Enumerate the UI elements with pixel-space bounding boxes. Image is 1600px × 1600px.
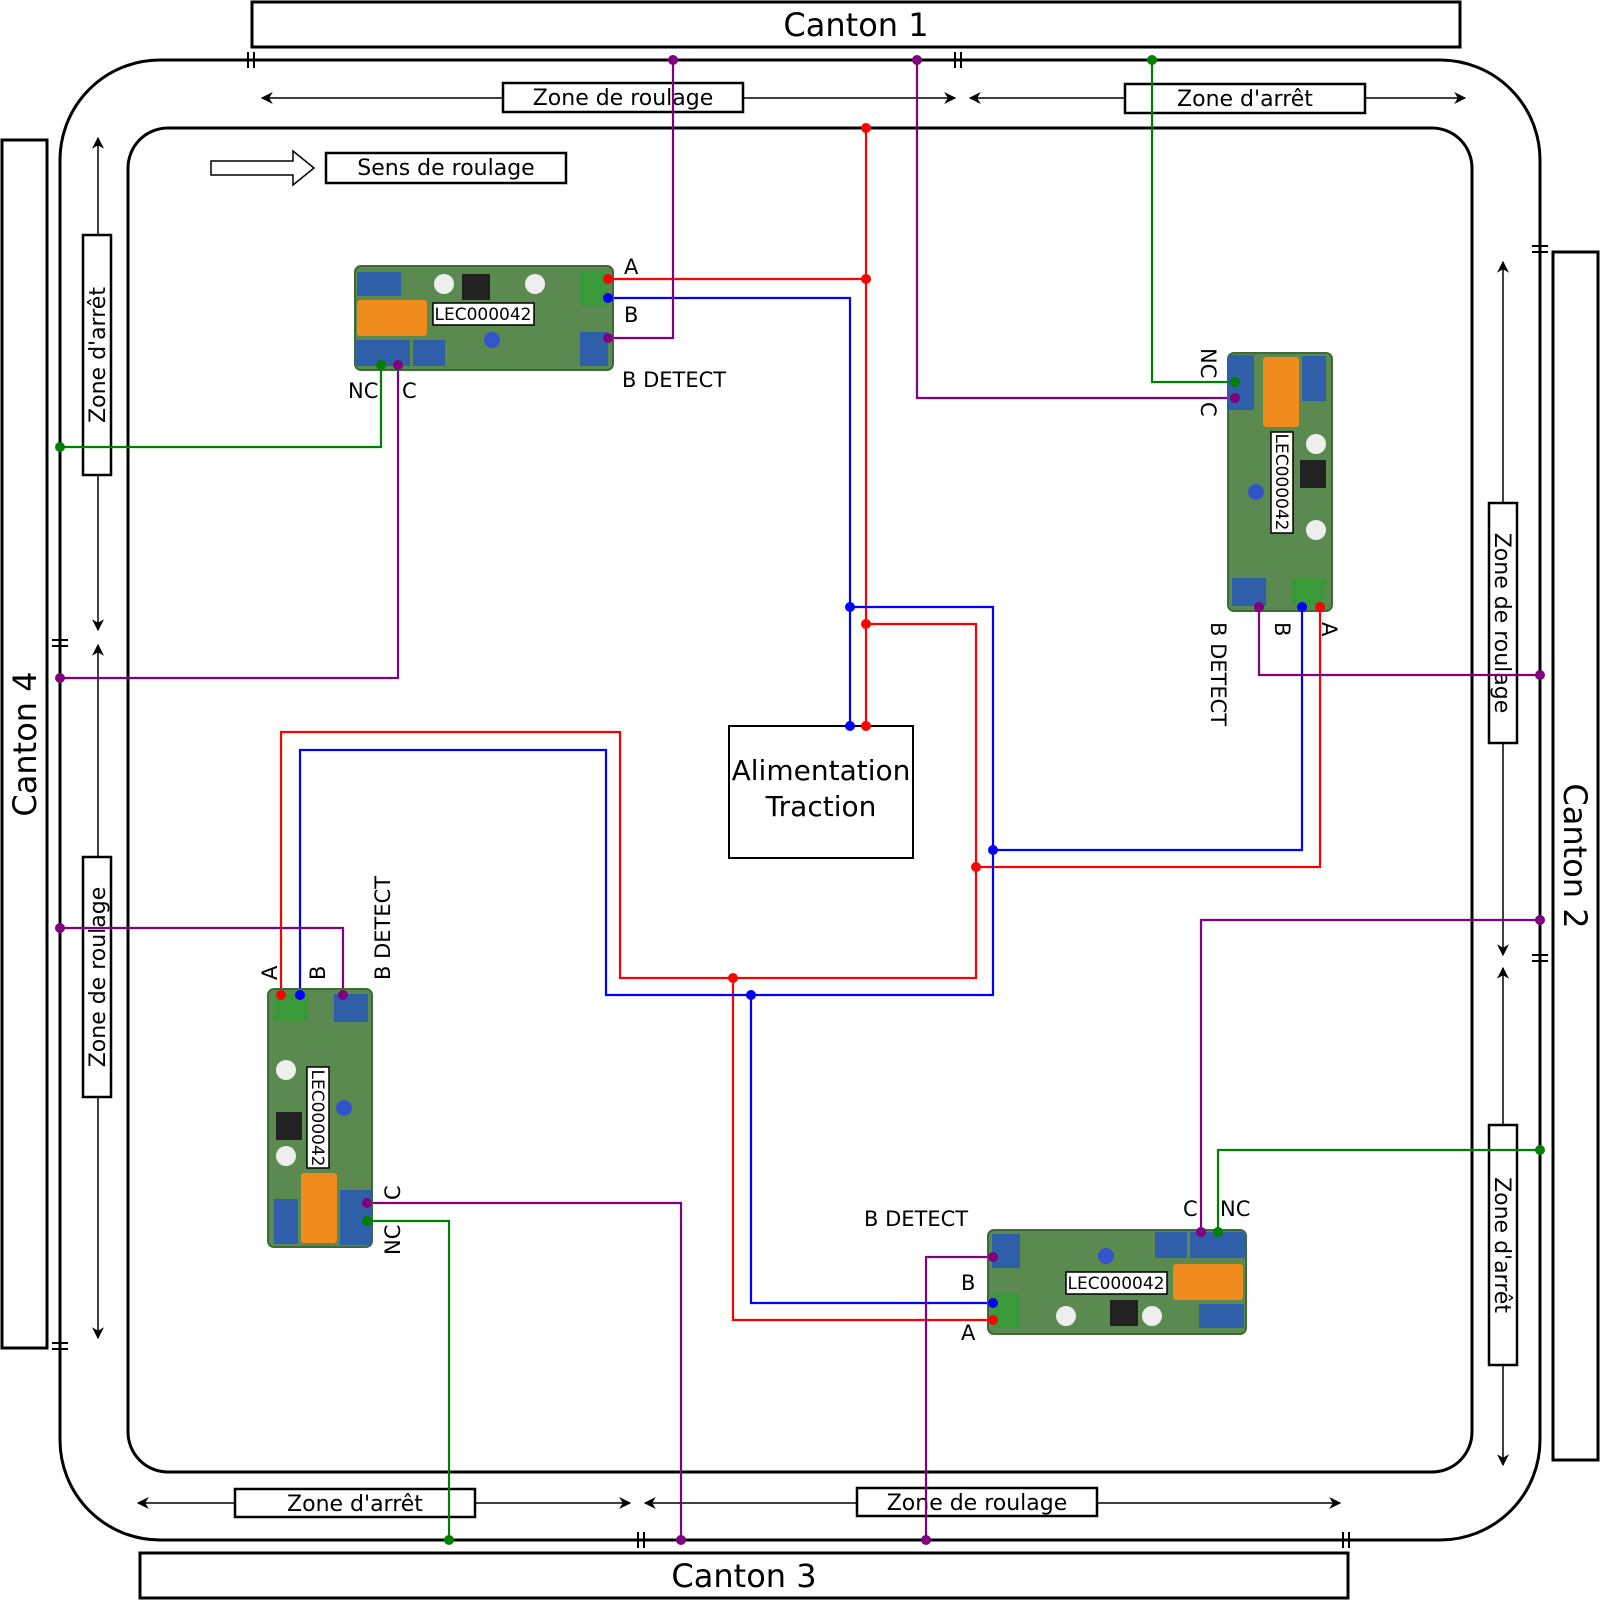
outer-track: [58, 58, 1542, 1542]
wire-detect-1: [608, 60, 675, 340]
module-1-terminal-detect: B DETECT: [622, 368, 726, 392]
power-supply-line1: Alimentation: [732, 754, 911, 787]
zone-roulage-top-label: Zone de roulage: [533, 86, 714, 111]
wire-b-module-2: [298, 605, 995, 997]
zone-arret-left-label: Zone d'arrêt: [86, 287, 111, 423]
zone-roulage-top: [501, 81, 745, 114]
power-supply-line2: Traction: [765, 790, 877, 823]
canton-1-label: Canton 1: [783, 6, 928, 44]
module-2-ref: LEC000042: [1271, 434, 1291, 531]
zone-arret-bottom: [233, 1487, 477, 1519]
wire-nc-3: [367, 1219, 451, 1540]
wire-nc-2: [1150, 60, 1235, 384]
wire-c-2: [915, 60, 1235, 400]
detector-module-3: LEC000042: [267, 988, 373, 1248]
canton-1-box: [250, 0, 1462, 49]
zone-arret-bottom-label: Zone d'arrêt: [287, 1492, 423, 1517]
module-4-terminal-a: A: [961, 1321, 976, 1345]
zone-roulage-left-label: Zone de roulage: [86, 887, 111, 1068]
detector-module-4: LEC000042: [987, 1229, 1247, 1335]
wire-detect-4: [924, 1255, 993, 1540]
zone-roulage-right-label: Zone de roulage: [1489, 533, 1514, 714]
wire-detect-2: [1257, 607, 1540, 677]
module-4-terminal-c: C: [1183, 1197, 1198, 1221]
module-2-terminal-b: B: [1270, 622, 1294, 636]
zone-arret-left: [81, 233, 113, 477]
module-1-terminal-a: A: [624, 255, 639, 279]
canton-3-label: Canton 3: [671, 1557, 816, 1595]
zone-roulage-bottom-label: Zone de roulage: [887, 1491, 1068, 1516]
canton-2-box: [1551, 250, 1600, 1462]
canton-2-label: Canton 2: [1556, 783, 1594, 928]
module-3-terminal-detect: B DETECT: [371, 876, 395, 980]
wire-b-module-2b: [993, 607, 1304, 852]
direction-legend-box: [324, 151, 568, 185]
detector-module-2: LEC000042: [1227, 352, 1333, 612]
module-3-ref: LEC000042: [307, 1070, 327, 1167]
module-4-ref: LEC000042: [1068, 1274, 1165, 1294]
module-2-terminals: [1230, 377, 1325, 612]
wire-c-1: [60, 365, 400, 680]
zone-arret-right: [1487, 1123, 1519, 1367]
wire-a-module-2b: [976, 607, 1322, 869]
module-2-terminal-nc: NC: [1196, 348, 1220, 378]
module-4-terminal-detect: B DETECT: [864, 1207, 968, 1231]
module-4-terminal-nc: NC: [1220, 1197, 1250, 1221]
direction-legend-label: Sens de roulage: [357, 156, 534, 181]
canton-4-box: [0, 138, 49, 1350]
module-2-terminal-c: C: [1196, 402, 1220, 417]
zone-arret-top-label: Zone d'arrêt: [1177, 87, 1313, 112]
wire-b-module-4: [749, 995, 993, 1305]
module-1-terminal-nc: NC: [348, 379, 378, 403]
wire-b-main: [608, 296, 852, 726]
module-2-terminal-a: A: [1317, 622, 1341, 637]
module-3-terminal-c: C: [381, 1185, 405, 1200]
wire-c-3: [367, 1201, 683, 1540]
module-4-terminals: [988, 1227, 1223, 1325]
wire-c-4: [1199, 918, 1540, 1232]
wire-nc-4: [1216, 1148, 1540, 1232]
module-4-terminal-b: B: [961, 1271, 975, 1295]
power-supply-box: [728, 725, 914, 859]
zone-roulage-left: [81, 855, 113, 1099]
track-insulators: [52, 52, 1548, 1548]
module-3-terminal-b: B: [306, 966, 330, 980]
zone-arret-right-label: Zone d'arrêt: [1489, 1177, 1514, 1313]
wire-a-module-4: [731, 978, 993, 1322]
zone-roulage-bottom: [855, 1486, 1099, 1518]
inner-track: [126, 126, 1474, 1474]
detector-module-1: LEC000042: [354, 265, 614, 371]
module-1-ref: LEC000042: [435, 305, 532, 325]
wire-detect-3: [60, 926, 345, 995]
module-1-terminals: [376, 274, 613, 370]
module-2-terminal-detect: B DETECT: [1206, 622, 1230, 726]
junction-dots: [55, 55, 1545, 1545]
module-1-terminal-c: C: [402, 379, 417, 403]
wire-nc-1: [60, 365, 383, 449]
module-1-terminal-b: B: [624, 303, 638, 327]
module-3-terminals: [276, 990, 372, 1226]
zone-arret-top: [1123, 82, 1367, 115]
module-3-terminal-nc: NC: [381, 1225, 405, 1255]
wire-a-module-2: [279, 622, 978, 995]
canton-3-box: [138, 1551, 1350, 1600]
module-3-terminal-a: A: [258, 965, 282, 980]
zone-roulage-right: [1487, 501, 1519, 745]
direction-arrow-icon: [210, 149, 316, 187]
canton-4-label: Canton 4: [6, 671, 44, 816]
